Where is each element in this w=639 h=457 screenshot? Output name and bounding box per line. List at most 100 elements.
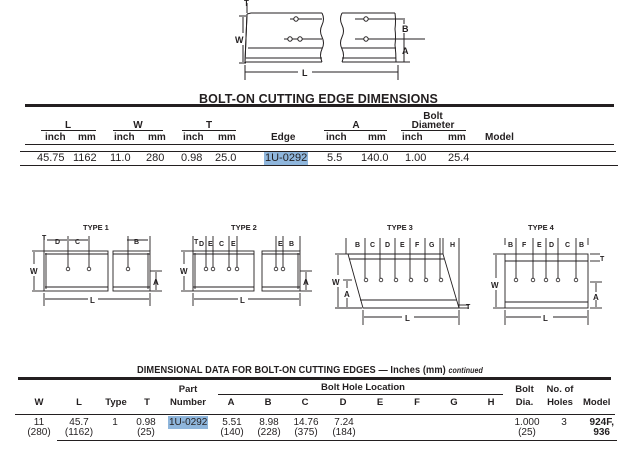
t1-sub-mm: mm: [448, 132, 466, 143]
type3-dim-F: F: [415, 242, 420, 249]
t1-sub-inch: inch: [45, 132, 66, 143]
t1-header-model: Model: [485, 132, 514, 143]
t1-T-inch: 0.98: [181, 152, 203, 164]
type2-dim-B: B: [289, 241, 295, 248]
type1-label-L: L: [90, 296, 95, 305]
t2-header-hole-B: B: [264, 397, 272, 408]
type2-label-L: L: [240, 296, 245, 305]
t2-A: 5.51: [222, 417, 242, 428]
type1-label-A: A: [153, 278, 159, 287]
t1-L-inch: 45.75: [37, 152, 65, 164]
type1-label-W: W: [30, 267, 38, 276]
label-W: W: [235, 35, 244, 45]
type1-dim-C: C: [75, 239, 81, 246]
t1-A-inch: 5.5: [327, 152, 343, 164]
t1-row-top-rule: [20, 151, 616, 152]
t2-T: 0.98: [136, 417, 156, 428]
type4-dim-C: C: [565, 242, 571, 249]
type3-label-L: L: [405, 314, 410, 323]
t2-bolt-hole-underline: [218, 394, 503, 395]
t2-model-2: 936: [593, 427, 610, 438]
t1-L-underline: [41, 130, 96, 131]
table2-title: DIMENSIONAL DATA FOR BOLT-ON CUTTING EDG…: [137, 364, 483, 376]
t2-header-rule: [15, 414, 615, 415]
t2-W-mm: (280): [27, 427, 51, 438]
table2-title-suffix: continued: [448, 366, 483, 375]
t2-header-hole-F: F: [414, 397, 420, 408]
t1-edge-part-number[interactable]: 1U-0292: [264, 152, 309, 165]
type2-label-A: A: [303, 278, 309, 287]
t1-W-mm: 280: [146, 152, 165, 164]
t2-header-hole-E: E: [376, 397, 384, 408]
t2-header-model: Model: [583, 397, 611, 408]
t2-header-L: L: [76, 397, 82, 408]
t2-T-mm: (25): [137, 427, 155, 438]
t2-part-number[interactable]: 1U-0292: [168, 416, 209, 429]
type3-dim-H: H: [450, 242, 456, 249]
t2-A-mm: (140): [220, 427, 244, 438]
t1-L-mm: 1162: [73, 152, 97, 164]
t1-bolt-inch: 1.00: [405, 152, 427, 164]
type3-label-A: A: [344, 290, 350, 299]
type2-dim-E: E: [208, 241, 213, 248]
t2-D: 7.24: [334, 417, 354, 428]
type4-dim-B: B: [508, 242, 514, 249]
t2-L: 45.7: [69, 417, 89, 428]
type3-label-W: W: [332, 278, 340, 287]
label-L: L: [302, 68, 308, 78]
t1-sub-inch: inch: [402, 132, 423, 143]
t1-sub-inch: inch: [183, 132, 204, 143]
type4-title: TYPE 4: [528, 223, 554, 232]
type4-label-W: W: [491, 281, 499, 290]
t2-D-mm: (184): [332, 427, 356, 438]
t2-C-mm: (375): [294, 427, 318, 438]
t1-header-T: T: [205, 120, 213, 131]
t1-T-mm: 25.0: [215, 152, 237, 164]
type4-dim-F: F: [522, 242, 527, 249]
type3-label-T: T: [466, 304, 471, 311]
table2-title-text: DIMENSIONAL DATA FOR BOLT-ON CUTTING EDG…: [137, 364, 446, 376]
t2-type: 1: [112, 417, 118, 428]
t2-header-bolt: Bolt: [515, 384, 534, 395]
type3-dim-D: D: [385, 242, 391, 249]
type2-label-W: W: [180, 267, 188, 276]
type4-label-A: A: [593, 293, 599, 302]
type3-dim-E: E: [400, 242, 405, 249]
t1-header-edge: Edge: [271, 132, 296, 143]
label-A: A: [402, 46, 409, 56]
t2-W: 11: [33, 417, 45, 428]
t2-bolt-dia-mm: (25): [518, 427, 536, 438]
table1-top-rule: [25, 104, 614, 107]
type4-label-L: L: [543, 314, 548, 323]
t2-header-type: Type: [105, 397, 127, 408]
t1-header-A: A: [352, 120, 360, 131]
t1-bolt-underline: [401, 130, 466, 131]
type4-dim-E: E: [537, 242, 542, 249]
type3-dim-G: G: [429, 242, 435, 249]
type1-title: TYPE 1: [83, 223, 109, 232]
t1-bottom-rule: [20, 165, 618, 166]
type1-dim-T: T: [42, 235, 47, 242]
t2-header-bolt-hole-location: Bolt Hole Location: [321, 382, 405, 393]
table2-top-rule: [18, 377, 611, 380]
t2-B: 8.98: [259, 417, 279, 428]
t1-W-inch: 11.0: [110, 152, 131, 164]
table1-title: BOLT-ON CUTTING EDGE DIMENSIONS: [199, 92, 438, 106]
type4-label-T: T: [600, 256, 605, 263]
t2-header-hole-A: A: [227, 397, 235, 408]
t2-header-part: Part: [178, 384, 198, 395]
t1-header-bolt: Bolt: [423, 111, 443, 122]
t2-header-holes: Holes: [547, 397, 573, 408]
t1-sub-mm: mm: [218, 132, 236, 143]
label-T: T: [244, 0, 249, 8]
type3-title: TYPE 3: [387, 223, 413, 232]
type2-dim-E: E: [278, 241, 283, 248]
cutting-edge-diagram: T W B A L: [235, 0, 425, 80]
t1-sub-mm: mm: [368, 132, 386, 143]
t1-bolt-mm: 25.4: [448, 152, 470, 164]
t1-A-mm: 140.0: [361, 152, 389, 164]
t2-bolt-dia: 1.000: [514, 417, 540, 428]
